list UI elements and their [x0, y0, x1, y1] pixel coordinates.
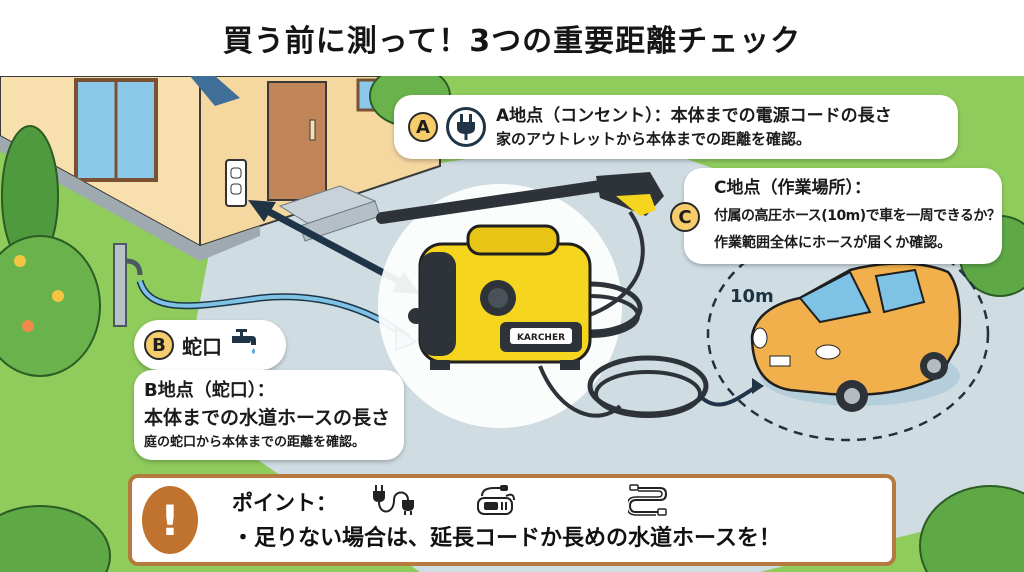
- exclamation-icon: !: [142, 486, 198, 554]
- wall-outlet-icon: [225, 159, 247, 207]
- point-box: ! ポイント： ・足りない場合は、延長コードか長めの水道ホースを！: [128, 474, 896, 566]
- callout-c-description: 作業範囲全体にホースが届くか確認。: [714, 235, 952, 251]
- callout-point-a: A A地点（コンセント）：本体までの電源コードの長さ 家のアウトレットから本体ま…: [394, 95, 958, 159]
- point-message: ・足りない場合は、延長コードか長めの水道ホースを！: [232, 526, 781, 551]
- callout-point-b: B地点（蛇口）： 本体までの水道ホースの長さ 庭の蛇口から本体までの距離を確認。: [134, 370, 404, 460]
- callout-c-question: 付属の高圧ホース(10m)で車を一周できるか？: [714, 208, 1001, 224]
- car-illustration: [750, 262, 962, 412]
- title-bar: 買う前に測って！3つの重要距離チェック: [0, 0, 1024, 76]
- badge-b: B: [144, 330, 174, 360]
- power-strip-icon: [476, 484, 518, 520]
- callout-c-title: C地点（作業場所）：: [714, 178, 871, 198]
- flower-bush-illustration: [0, 235, 101, 377]
- callout-point-c: C C地点（作業場所）： 付属の高圧ホース(10m)で車を一周できるか？ 作業範…: [670, 168, 1002, 264]
- washer-brand-label: KARCHER: [517, 333, 565, 343]
- callout-b-title: B地点（蛇口）：: [144, 380, 275, 401]
- illustration-scene: KARCHER A A地点（コンセント）：本体までの電源コー: [0, 76, 1024, 572]
- badge-a: A: [408, 112, 438, 142]
- pressure-washer-illustration: KARCHER: [408, 224, 592, 370]
- callout-a-title: A地点（コンセント）：本体までの電源コードの長さ: [496, 106, 892, 126]
- faucet-post: [113, 243, 127, 327]
- faucet-label: 蛇口: [182, 334, 222, 359]
- callout-b-description: 庭の蛇口から本体までの距離を確認。: [144, 435, 366, 450]
- faucet-icon: [230, 328, 260, 362]
- spray-gun-illustration: [376, 172, 664, 328]
- distance-label-10m: 10m: [730, 286, 774, 307]
- callout-point-b-label: B 蛇口: [134, 320, 286, 370]
- extension-cord-icon: [372, 485, 416, 519]
- badge-c: C: [670, 202, 700, 232]
- point-label: ポイント：: [232, 491, 337, 515]
- callout-a-description: 家のアウトレットから本体までの距離を確認。: [496, 130, 812, 148]
- power-plug-icon: [446, 107, 486, 147]
- cable-icon: [626, 483, 668, 521]
- callout-b-subtitle: 本体までの水道ホースの長さ: [144, 407, 391, 429]
- page-title: 買う前に測って！3つの重要距離チェック: [222, 24, 802, 59]
